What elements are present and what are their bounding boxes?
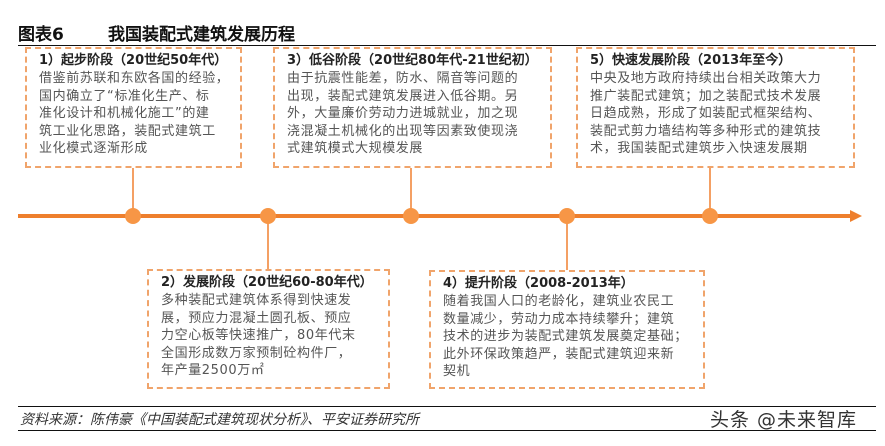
watermark: 头条 @未来智库	[710, 409, 858, 431]
timeline-dot-stage-1	[125, 208, 141, 224]
stem-stage-5	[709, 168, 711, 212]
stage-heading: 5）快速发展阶段（2013年至今）	[590, 53, 792, 68]
timeline-dot-stage-5	[702, 208, 718, 224]
stage-description: 多种装配式建筑体系得到快速发 展，预应力混凝土圆孔板、预应 力空心板等快速推广，…	[161, 293, 356, 379]
figure-title-bar: 图表6 我国装配式建筑发展历程	[18, 18, 876, 46]
stem-stage-4	[566, 222, 568, 271]
stage-heading: 3）低谷阶段（20世纪80年代-21世纪初）	[287, 53, 538, 68]
timeline-axis	[18, 214, 852, 218]
timeline-dot-stage-3	[403, 208, 419, 224]
stage-heading: 4）提升阶段（2008-2013年）	[443, 276, 634, 291]
stem-stage-3	[410, 168, 412, 212]
stage-box-4: 4）提升阶段（2008-2013年） 随着我国人口的老龄化，建筑业农民工 数量减…	[429, 270, 705, 389]
stem-stage-2	[267, 222, 269, 270]
stage-box-5: 5）快速发展阶段（2013年至今） 中央及地方政府持续出台相关政策大力 推广装配…	[576, 47, 855, 168]
stem-stage-1	[132, 168, 134, 212]
footer-divider-bottom	[18, 430, 876, 431]
source-citation: 资料来源：陈伟豪《中国装配式建筑现状分析》、平安证券研究所	[20, 412, 419, 428]
timeline-dot-stage-2	[260, 208, 276, 224]
footer-divider-top	[18, 406, 876, 407]
timeline-dot-stage-4	[559, 208, 575, 224]
figure-label: 图表6	[18, 25, 64, 45]
stage-box-1: 1）起步阶段（20世纪50年代） 借鉴前苏联和东欧各国的经验， 国内确立了“标准…	[25, 47, 242, 168]
stage-box-2: 2）发展阶段（20世纪60-80年代） 多种装配式建筑体系得到快速发 展，预应力…	[147, 269, 390, 389]
timeline-arrow-icon	[850, 210, 862, 222]
stage-heading: 2）发展阶段（20世纪60-80年代）	[161, 275, 373, 290]
stage-description: 由于抗震性能差，防水、隔音等问题的 出现，装配式建筑发展进入低谷期。另 外，大量…	[287, 71, 519, 157]
stage-box-3: 3）低谷阶段（20世纪80年代-21世纪初） 由于抗震性能差，防水、隔音等问题的…	[273, 47, 552, 168]
stage-description: 随着我国人口的老龄化，建筑业农民工 数量减少，劳动力成本持续攀升；建筑 技术的进…	[443, 294, 688, 380]
stage-description: 借鉴前苏联和东欧各国的经验， 国内确立了“标准化生产、标 准化设计和机械化施工”…	[39, 71, 230, 157]
stage-heading: 1）起步阶段（20世纪50年代）	[39, 53, 228, 68]
stage-description: 中央及地方政府持续出台相关政策大力 推广装配式建筑；加之装配式技术发展 日趋成熟…	[590, 71, 822, 157]
figure-title: 我国装配式建筑发展历程	[108, 25, 295, 45]
